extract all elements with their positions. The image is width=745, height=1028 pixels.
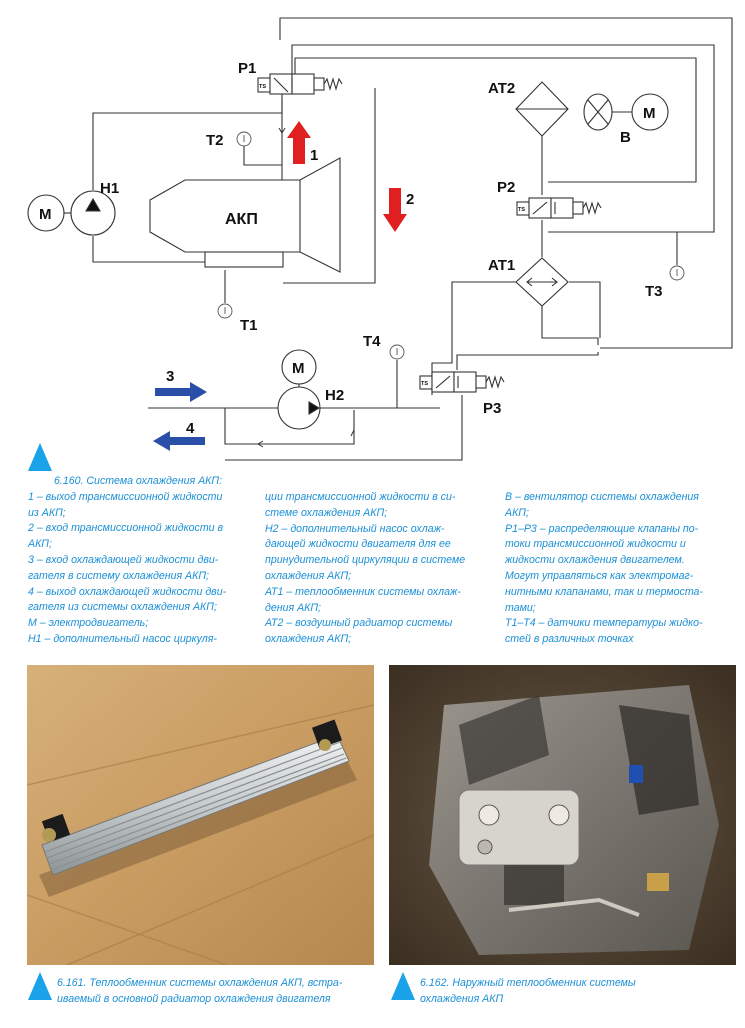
- caption-line: 6.162. Наружный теплообменник системы: [420, 977, 636, 989]
- caption-line: Н1 – дополнительный насос циркуля-: [28, 632, 217, 645]
- caption-line: 1 – выход трансмиссионной жидкости: [28, 490, 223, 503]
- caption-column-3: В – вентилятор системы охлаждения АКП; Р…: [505, 490, 740, 648]
- transmission-akp: [149, 157, 341, 273]
- caption-line: В – вентилятор системы охлаждения: [505, 491, 699, 503]
- at1-label: AT1: [488, 257, 515, 274]
- figure-marker-icon: [28, 972, 52, 1000]
- caption-line: жидкости охлаждения двигателем.: [505, 554, 685, 567]
- arrow-3-label: 3: [166, 368, 174, 385]
- caption-line: тами;: [505, 601, 536, 614]
- caption-line: Могут управляться как электромаг-: [505, 569, 694, 582]
- caption-line: охлаждения АКП: [420, 992, 504, 1005]
- h1-label: H1: [100, 180, 119, 197]
- caption-line: Н2 – дополнительный насос охлаж-: [265, 522, 445, 535]
- heat-exchanger-at1: [515, 257, 569, 307]
- valve-ts-label: TS: [421, 381, 428, 387]
- fan-b: [583, 93, 669, 131]
- fan-label: B: [620, 129, 631, 146]
- caption-line: М – электродвигатель;: [28, 617, 149, 630]
- valve-p3: [419, 371, 505, 393]
- caption-line: ции трансмиссионной жидкости в си-: [265, 491, 456, 503]
- t2-label: T2: [206, 132, 224, 149]
- caption-line: охлаждения АКП;: [265, 633, 352, 646]
- p2-label: P2: [497, 179, 515, 196]
- h2-label: H2: [325, 387, 344, 404]
- caption-figure-161: 6.161. Теплообменник системы охлаждения …: [57, 976, 377, 1008]
- caption-line: из АКП;: [28, 506, 66, 519]
- caption-line: токи трансмиссионной жидкости и: [505, 538, 686, 551]
- valve-p1: [257, 73, 343, 95]
- motor-label: M: [643, 105, 656, 122]
- caption-line: гателя в систему охлаждения АКП;: [28, 569, 209, 582]
- caption-line: Р1–Р3 – распределяющие клапаны по-: [505, 522, 699, 535]
- sensor-t2: [236, 131, 252, 147]
- valve-p2: [516, 197, 602, 219]
- caption-column-2: ции трансмиссионной жидкости в си- стеме…: [265, 490, 500, 648]
- caption-line: дения АКП;: [265, 601, 321, 614]
- caption-line: иваемый в основной радиатор охлаждения д…: [57, 992, 331, 1005]
- motor-label: M: [292, 360, 305, 377]
- caption-line: дающей жидкости двигателя для ее: [265, 538, 451, 551]
- arrow-in-2: [383, 188, 407, 232]
- pump-h2: [277, 349, 321, 430]
- caption-line: АТ2 – воздушный радиатор системы: [265, 617, 453, 630]
- valve-ts-label: TS: [518, 207, 525, 213]
- valve-ts-label: TS: [259, 84, 266, 90]
- t3-label: T3: [645, 283, 663, 300]
- caption-line: гателя из системы охлаждения АКП;: [28, 601, 217, 614]
- arrow-out-4: [153, 431, 205, 451]
- p1-label: P1: [238, 60, 256, 77]
- caption-line: АТ1 – теплообменник системы охлаж-: [265, 585, 461, 598]
- p3-label: P3: [483, 400, 501, 417]
- akp-label: АКП: [225, 211, 258, 228]
- caption-line: АКП;: [28, 538, 52, 551]
- caption-line: стей в различных точках: [505, 633, 634, 646]
- figure-marker-icon: [28, 443, 52, 471]
- caption-line: стеме охлаждения АКП;: [265, 506, 388, 519]
- t4-label: T4: [363, 333, 381, 350]
- caption-line: Т1–Т4 – датчики температуры жидко-: [505, 617, 703, 630]
- radiator-at2: [515, 81, 569, 137]
- motor-label: M: [39, 206, 52, 223]
- caption-figure-162: 6.162. Наружный теплообменник системы ох…: [420, 976, 720, 1008]
- caption-line: охлаждения АКП;: [265, 569, 352, 582]
- sensor-t4: [389, 344, 405, 360]
- caption-column-1: 6.160. Система охлаждения АКП: 1 – выход…: [28, 474, 263, 648]
- arrow-1-label: 1: [310, 147, 318, 164]
- caption-line: 4 – выход охлаждающей жидкости дви-: [28, 585, 227, 598]
- pump-h1: [27, 190, 116, 236]
- caption-line: принудительной циркуляции в системе: [265, 554, 466, 567]
- photo-heat-exchanger-cardboard: [27, 665, 374, 965]
- arrow-in-3: [155, 382, 207, 402]
- cooling-system-diagram: TS TS TS АКП M H1 M H2 AT2 M B: [27, 17, 733, 461]
- arrow-2-label: 2: [406, 191, 414, 208]
- caption-line: АКП;: [505, 506, 529, 519]
- caption-line: 6.160. Система охлаждения АКП:: [54, 475, 223, 487]
- t1-label: T1: [240, 317, 258, 334]
- arrow-out-1: [287, 121, 311, 164]
- photo-external-heat-exchanger: [389, 665, 736, 965]
- at2-label: AT2: [488, 80, 515, 97]
- caption-line: 6.161. Теплообменник системы охлаждения …: [57, 977, 343, 989]
- caption-line: 2 – вход трансмиссионной жидкости в: [28, 522, 224, 535]
- caption-line: нитными клапанами, так и термоста-: [505, 585, 703, 598]
- caption-line: 3 – вход охлаждающей жидкости дви-: [28, 553, 219, 566]
- sensor-t3: [669, 265, 685, 281]
- figure-marker-icon: [391, 972, 415, 1000]
- sensor-t1: [217, 303, 233, 319]
- arrow-4-label: 4: [186, 420, 195, 437]
